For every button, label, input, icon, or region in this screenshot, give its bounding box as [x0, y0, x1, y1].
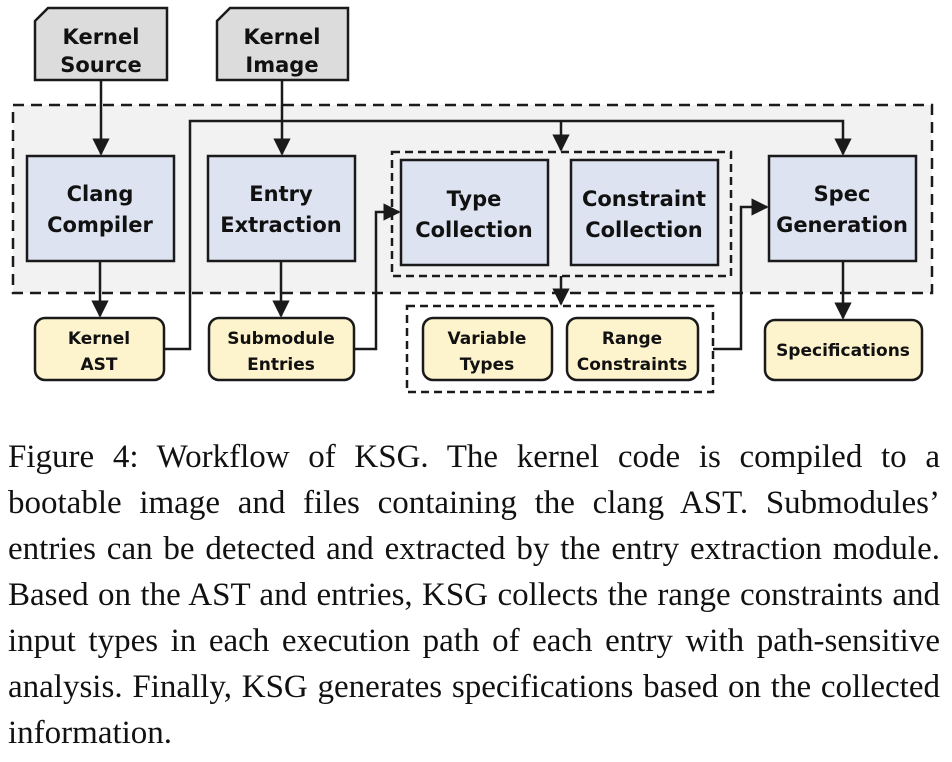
entry-extraction-label-2: Extraction	[220, 213, 342, 237]
arrow-outputs-to-spec	[713, 198, 769, 351]
kernel-image-label-2: Image	[245, 53, 318, 77]
kernel-source-label-1: Kernel	[63, 25, 140, 49]
variable-types-label-2: Types	[460, 355, 514, 375]
clang-compiler-module: Clang Compiler	[25, 154, 176, 263]
constraint-collection-label-1: Constraint	[582, 187, 706, 211]
spec-generation-label-2: Generation	[776, 213, 908, 237]
type-collection-module: Type Collection	[399, 158, 550, 267]
submodule-entries-label-2: Entries	[247, 355, 315, 375]
entry-extraction-module: Entry Extraction	[206, 154, 357, 263]
arrow-ast-to-collection-and-spec	[164, 119, 852, 351]
kernel-source-input: Kernel Source	[33, 6, 169, 82]
constraint-collection-label-2: Collection	[585, 218, 703, 242]
clang-compiler-label-2: Compiler	[47, 213, 153, 237]
specifications-label: Specifications	[776, 341, 910, 361]
variable-types-label-1: Variable	[448, 329, 527, 349]
kernel-image-input: Kernel Image	[215, 6, 350, 82]
kernel-source-label-2: Source	[60, 53, 142, 77]
submodule-entries-label-1: Submodule	[227, 329, 335, 349]
type-collection-label-1: Type	[447, 187, 502, 211]
kernel-image-label-1: Kernel	[244, 25, 321, 49]
entry-extraction-label-1: Entry	[249, 182, 313, 206]
type-collection-label-2: Collection	[415, 218, 533, 242]
kernel-ast-label-2: AST	[81, 355, 118, 375]
kernel-ast-output: Kernel AST	[33, 316, 166, 382]
spec-generation-label-1: Spec	[814, 182, 871, 206]
variable-types-output: Variable Types	[421, 316, 554, 382]
constraint-collection-module: Constraint Collection	[569, 158, 720, 267]
range-constraints-label-1: Range	[602, 329, 662, 349]
figure-caption: Figure 4: Workflow of KSG. The kernel co…	[8, 439, 940, 751]
collected-info-group	[405, 304, 715, 394]
workflow-diagram: Kernel Source Kernel Image Clang Compile…	[11, 6, 934, 394]
spec-generation-module: Spec Generation	[767, 154, 918, 263]
arrow-submodule-to-collection	[354, 203, 401, 351]
specifications-output: Specifications	[763, 318, 924, 382]
range-constraints-label-2: Constraints	[577, 355, 688, 375]
kernel-ast-label-1: Kernel	[68, 329, 130, 349]
range-constraints-output: Range Constraints	[565, 316, 700, 382]
clang-compiler-label-1: Clang	[67, 182, 134, 206]
submodule-entries-output: Submodule Entries	[207, 316, 356, 382]
